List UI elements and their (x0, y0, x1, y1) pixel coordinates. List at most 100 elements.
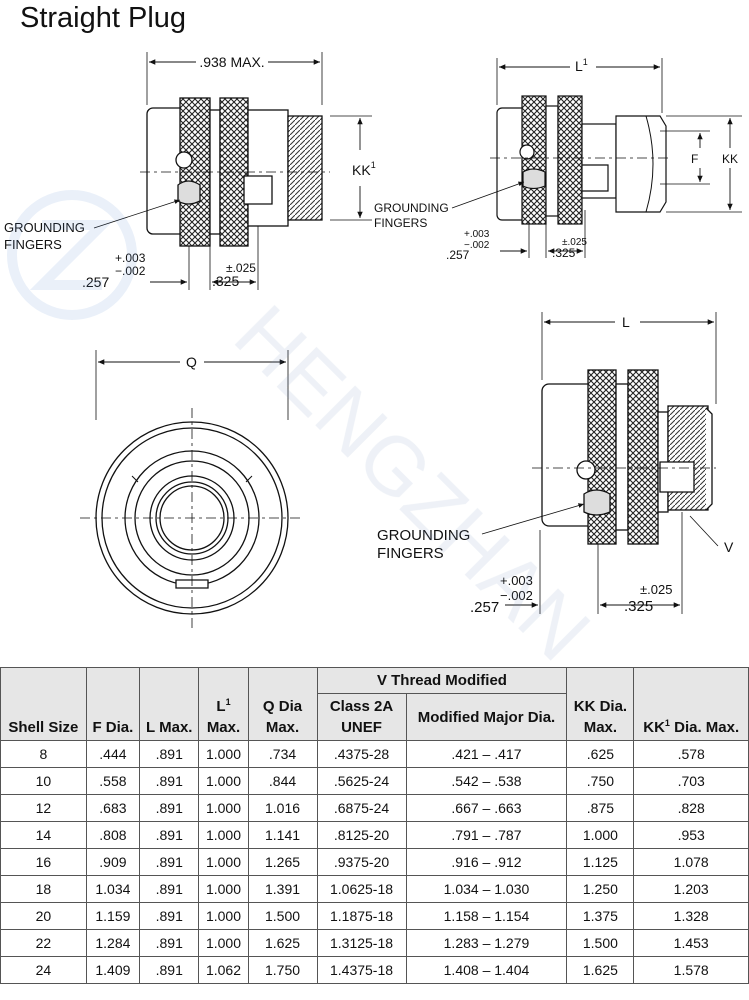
table-cell: 1.000 (198, 848, 249, 876)
dimensions-top-left: .938 MAX. KK1 GROUNDING FINGERS +.003 −.… (4, 52, 376, 290)
page-title: Straight Plug (20, 2, 187, 34)
table-cell: 1.125 (566, 848, 635, 876)
table-cell: 1.375 (566, 902, 635, 930)
dimensions-front-view: Q (95, 350, 289, 420)
table-cell: 1.750 (247, 956, 318, 984)
dim-f-label: F (691, 152, 698, 166)
table-cell: 10 (0, 767, 87, 795)
dimensions-top-right: L1 F KK GROUNDING FINGERS +.003 −.002 .2… (374, 57, 742, 262)
table-cell: 1.0625-18 (316, 875, 407, 903)
col-group-v-thread: V Thread Modified (316, 667, 568, 694)
table-cell: 22 (0, 929, 87, 957)
table-cell: 1.141 (247, 821, 318, 849)
grounding-label-line2: FINGERS (374, 216, 427, 230)
table-cell: .891 (139, 929, 200, 957)
dim-q-label: Q (186, 354, 197, 370)
table-cell: 1.328 (633, 902, 749, 930)
table-cell: .578 (633, 740, 749, 768)
dim-257-label: .257 (446, 248, 470, 262)
table-cell: 1.578 (633, 956, 749, 984)
col-q-dia-max: Q Dia Max. (247, 667, 318, 741)
tol-025-label: ±.025 (226, 261, 256, 275)
table-cell: 1.391 (247, 875, 318, 903)
tol-minus-002: −.002 (500, 588, 533, 603)
dim-l1-top-label: L1 (575, 57, 588, 74)
col-l-max: L Max. (139, 667, 200, 741)
table-cell: 1.625 (566, 956, 635, 984)
table-cell: 16 (0, 848, 87, 876)
table-cell: .891 (139, 902, 200, 930)
table-cell: 1.284 (85, 929, 141, 957)
table-cell: 1.3125-18 (316, 929, 407, 957)
table-cell: 1.062 (198, 956, 249, 984)
table-cell: .891 (139, 956, 200, 984)
dimensions-bottom-right: L V GROUNDING FINGERS +.003 −.002 .257 ±… (377, 312, 734, 616)
table-cell: .750 (566, 767, 635, 795)
tol-plus-003: +.003 (115, 251, 146, 265)
table-cell: 1.1875-18 (316, 902, 407, 930)
table-cell: .808 (85, 821, 141, 849)
table-cell: 1.000 (198, 767, 249, 795)
dim-kk1-label: KK1 (352, 160, 376, 178)
grounding-label-line2: FINGERS (377, 545, 444, 562)
table-cell: 1.283 – 1.279 (405, 929, 568, 957)
table-cell: .6875-24 (316, 794, 407, 822)
table-cell: .909 (85, 848, 141, 876)
table-cell: .891 (139, 848, 200, 876)
table-cell: .875 (566, 794, 635, 822)
table-cell: .9375-20 (316, 848, 407, 876)
table-cell: 12 (0, 794, 87, 822)
table-cell: .8125-20 (316, 821, 407, 849)
col-shell-size: Shell Size (0, 667, 87, 741)
table-cell: .683 (85, 794, 141, 822)
table-cell: 1.078 (633, 848, 749, 876)
side-view-bottom-right (532, 369, 716, 545)
table-cell: .891 (139, 740, 200, 768)
col-class-2a-unef: Class 2A UNEF (316, 693, 407, 741)
table-cell: .667 – .663 (405, 794, 568, 822)
table-cell: 1.158 – 1.154 (405, 902, 568, 930)
table-cell: .844 (247, 767, 318, 795)
table-cell: 1.159 (85, 902, 141, 930)
col-f-dia: F Dia. (85, 667, 141, 741)
tol-minus-002: −.002 (464, 240, 490, 251)
table-cell: .542 – .538 (405, 767, 568, 795)
table-cell: .828 (633, 794, 749, 822)
table-cell: 1.408 – 1.404 (405, 956, 568, 984)
table-cell: 1.034 (85, 875, 141, 903)
tol-025-label: ±.025 (562, 237, 587, 248)
tol-025-label: ±.025 (640, 582, 672, 597)
table-cell: 1.4375-18 (316, 956, 407, 984)
table-cell: .4375-28 (316, 740, 407, 768)
table-cell: 1.250 (566, 875, 635, 903)
table-cell: .891 (139, 794, 200, 822)
table-cell: 1.016 (247, 794, 318, 822)
table-cell: 1.000 (198, 902, 249, 930)
col-kk1-dia-max: KK1 Dia. Max. (633, 667, 749, 741)
dim-257-label: .257 (82, 274, 109, 290)
dim-325-label: .325 (552, 246, 576, 260)
technical-drawings: .938 MAX. KK1 GROUNDING FINGERS +.003 −.… (4, 52, 742, 667)
side-view-top-left (140, 97, 330, 247)
table-cell: .891 (139, 821, 200, 849)
table-cell: .625 (566, 740, 635, 768)
dim-938-label: .938 MAX. (199, 54, 264, 70)
tol-minus-002: −.002 (115, 264, 146, 278)
table-cell: 1.000 (566, 821, 635, 849)
side-view-top-right (490, 95, 672, 225)
table-cell: .734 (247, 740, 318, 768)
table-cell: 1.203 (633, 875, 749, 903)
col-modified-major-dia: Modified Major Dia. (405, 693, 568, 741)
table-cell: .5625-24 (316, 767, 407, 795)
grounding-label-line2: FINGERS (4, 237, 62, 252)
table-cell: 1.625 (247, 929, 318, 957)
table-cell: .916 – .912 (405, 848, 568, 876)
